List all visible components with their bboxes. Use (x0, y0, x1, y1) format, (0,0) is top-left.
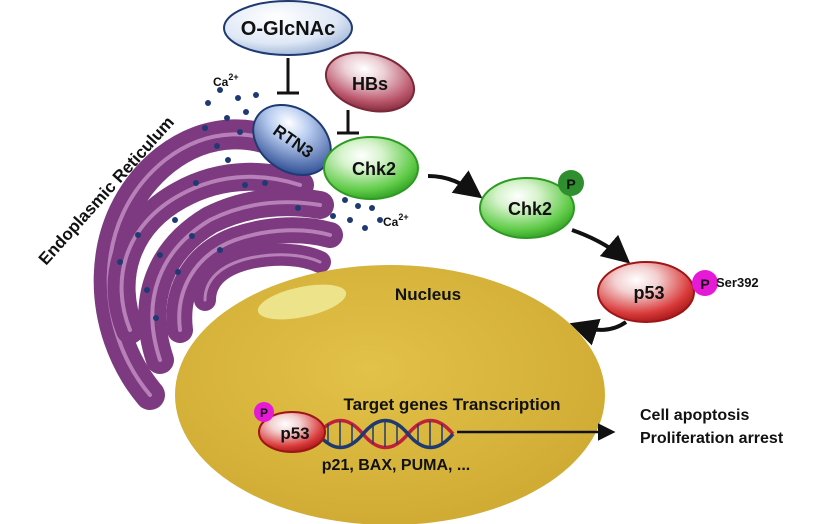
phospho-badge-chk2 (558, 170, 584, 196)
outcome-apoptosis-label: Cell apoptosis (640, 407, 749, 424)
arrow-chk2-to-p53 (571, 228, 631, 264)
ca-top-label: Ca2+ (213, 72, 239, 89)
chk2-er-label: Chk2 (352, 159, 396, 179)
o-glcnac-label: O-GlcNAc (241, 18, 335, 40)
target-genes-label: Target genes Transcription (344, 395, 561, 414)
ca-bottom-label: Ca2+ (383, 212, 409, 229)
inhibition-o-glcnac-rtn3 (277, 58, 299, 95)
calcium-dots (117, 87, 383, 321)
chk2-phospho-node: Chk2 P (479, 170, 584, 239)
nucleolus-shape (257, 284, 347, 320)
inhibition-hbs-chk2 (337, 110, 359, 135)
phospho-label-chk2: P (566, 176, 575, 192)
phospho-badge-p53 (692, 270, 718, 296)
hbs-label: HBs (352, 74, 388, 94)
phospho-label-p53: P (700, 276, 709, 292)
arrow-p53-to-nucleus (569, 318, 628, 346)
p53-cyto-node: p53 P Ser392 (597, 261, 759, 323)
nucleus-shape (175, 265, 605, 524)
arrow-chk2-to-phospho-chk2 (427, 170, 483, 199)
o-glcnac-node: O-GlcNAc (223, 0, 353, 56)
phospho-badge-p53-nuc (254, 402, 274, 422)
endoplasmic-reticulum-shape (93, 119, 343, 410)
p53-nuc-label: p53 (280, 424, 309, 443)
genes-list-label: p21, BAX, PUMA, ... (322, 457, 470, 474)
nucleus-label: Nucleus (395, 285, 461, 304)
chk2-er-node: Chk2 (323, 136, 419, 200)
phospho-label-p53-nuc: P (260, 406, 268, 420)
p53-nuc-node: p53 P (254, 402, 326, 453)
ser392-label: Ser392 (716, 275, 759, 290)
chk2-phospho-label: Chk2 (508, 199, 552, 219)
p53-cyto-label: p53 (633, 283, 664, 303)
hbs-node: HBs (324, 51, 416, 113)
rtn3-node: RTN3 (252, 103, 332, 177)
outcome-arrest-label: Proliferation arrest (640, 430, 784, 447)
dna-helix (316, 418, 455, 450)
